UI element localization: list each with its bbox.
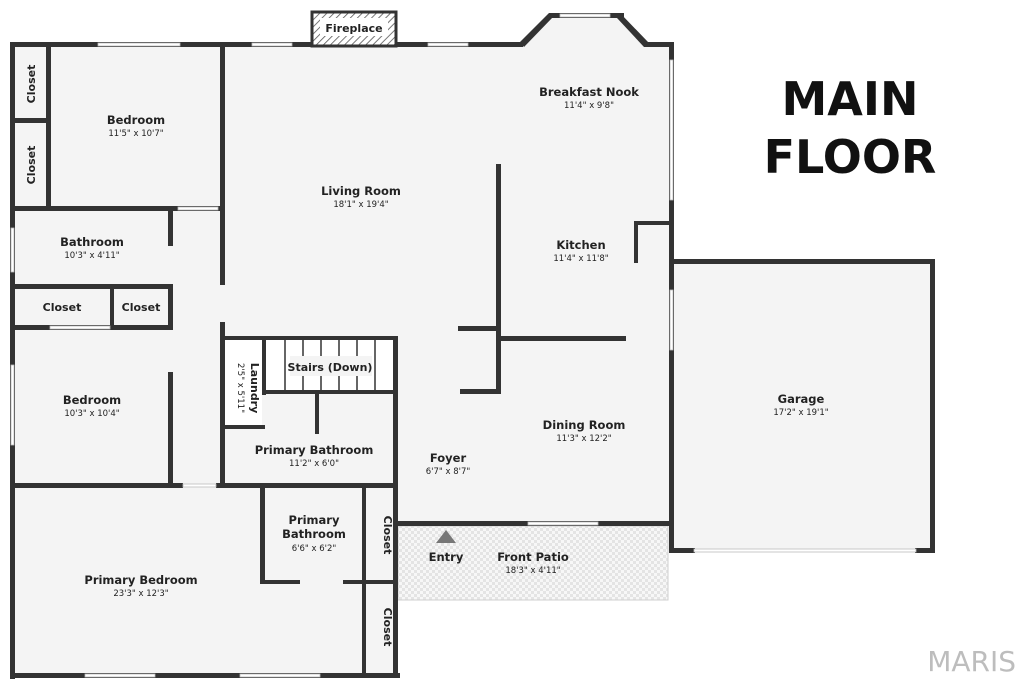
fireplace-label: Fireplace [325,22,382,35]
stairs-steps [266,340,393,390]
garage-label: Garage [778,392,825,406]
closet-label-e: Closet [381,516,394,555]
bedroom-dim: 11'5" x 10'7" [108,129,163,139]
entry-arrow-icon [436,530,456,543]
foyer-dim: 6'7" x 8'7" [426,467,471,477]
floor-title-line1: MAIN [781,72,919,126]
primary-bathroom-label: Primary Bathroom [255,443,374,457]
primary-bathroom-dim: 11'2" x 6'0" [289,459,339,469]
closet-label-f: Closet [381,608,394,647]
living-room-dim: 18'1" x 19'4" [333,200,388,210]
stairs-label: Stairs (Down) [288,361,373,374]
foyer-label: Foyer [430,451,467,465]
primary-bedroom-label: Primary Bedroom [84,573,197,587]
living-room-label: Living Room [321,184,401,198]
primary-bathroom-2-line2: Bathroom [282,527,346,541]
closet-label-a: Closet [25,65,38,104]
bathroom-dim: 10'3" x 4'11" [64,251,119,261]
closet-label-d: Closet [122,301,161,314]
primary-bedroom-dim: 23'3" x 12'3" [113,589,168,599]
closet-label-c: Closet [43,301,82,314]
walls [10,13,935,679]
brand-watermark: MARIS [927,645,1016,678]
kitchen-dim: 11'4" x 11'8" [553,254,608,264]
laundry-label: Laundry [248,363,261,414]
front-patio-label: Front Patio [497,550,569,564]
bedroom-label: Bedroom [107,113,165,127]
floor-title-line2: FLOOR [763,130,937,184]
laundry-dim: 2'5" x 5'11" [235,363,245,413]
bedroom-2-dim: 10'3" x 10'4" [64,409,119,419]
breakfast-nook-dim: 11'4" x 9'8" [564,101,614,111]
front-patio-dim: 18'3" x 4'11" [505,566,560,576]
bathroom-label: Bathroom [60,235,124,249]
breakfast-nook-label: Breakfast Nook [539,85,639,99]
windows [10,13,917,678]
entry-label: Entry [429,550,464,564]
kitchen-label: Kitchen [556,238,605,252]
dining-room-dim: 11'3" x 12'2" [556,434,611,444]
floor-title: MAIN FLOOR [740,70,960,186]
bedroom-2-label: Bedroom [63,393,121,407]
closet-label-b: Closet [25,146,38,185]
dining-room-label: Dining Room [543,418,626,432]
garage-dim: 17'2" x 19'1" [773,408,828,418]
primary-bathroom-2-line1: Primary [289,513,340,527]
primary-bathroom-2-dim: 6'6" x 6'2" [292,544,337,554]
